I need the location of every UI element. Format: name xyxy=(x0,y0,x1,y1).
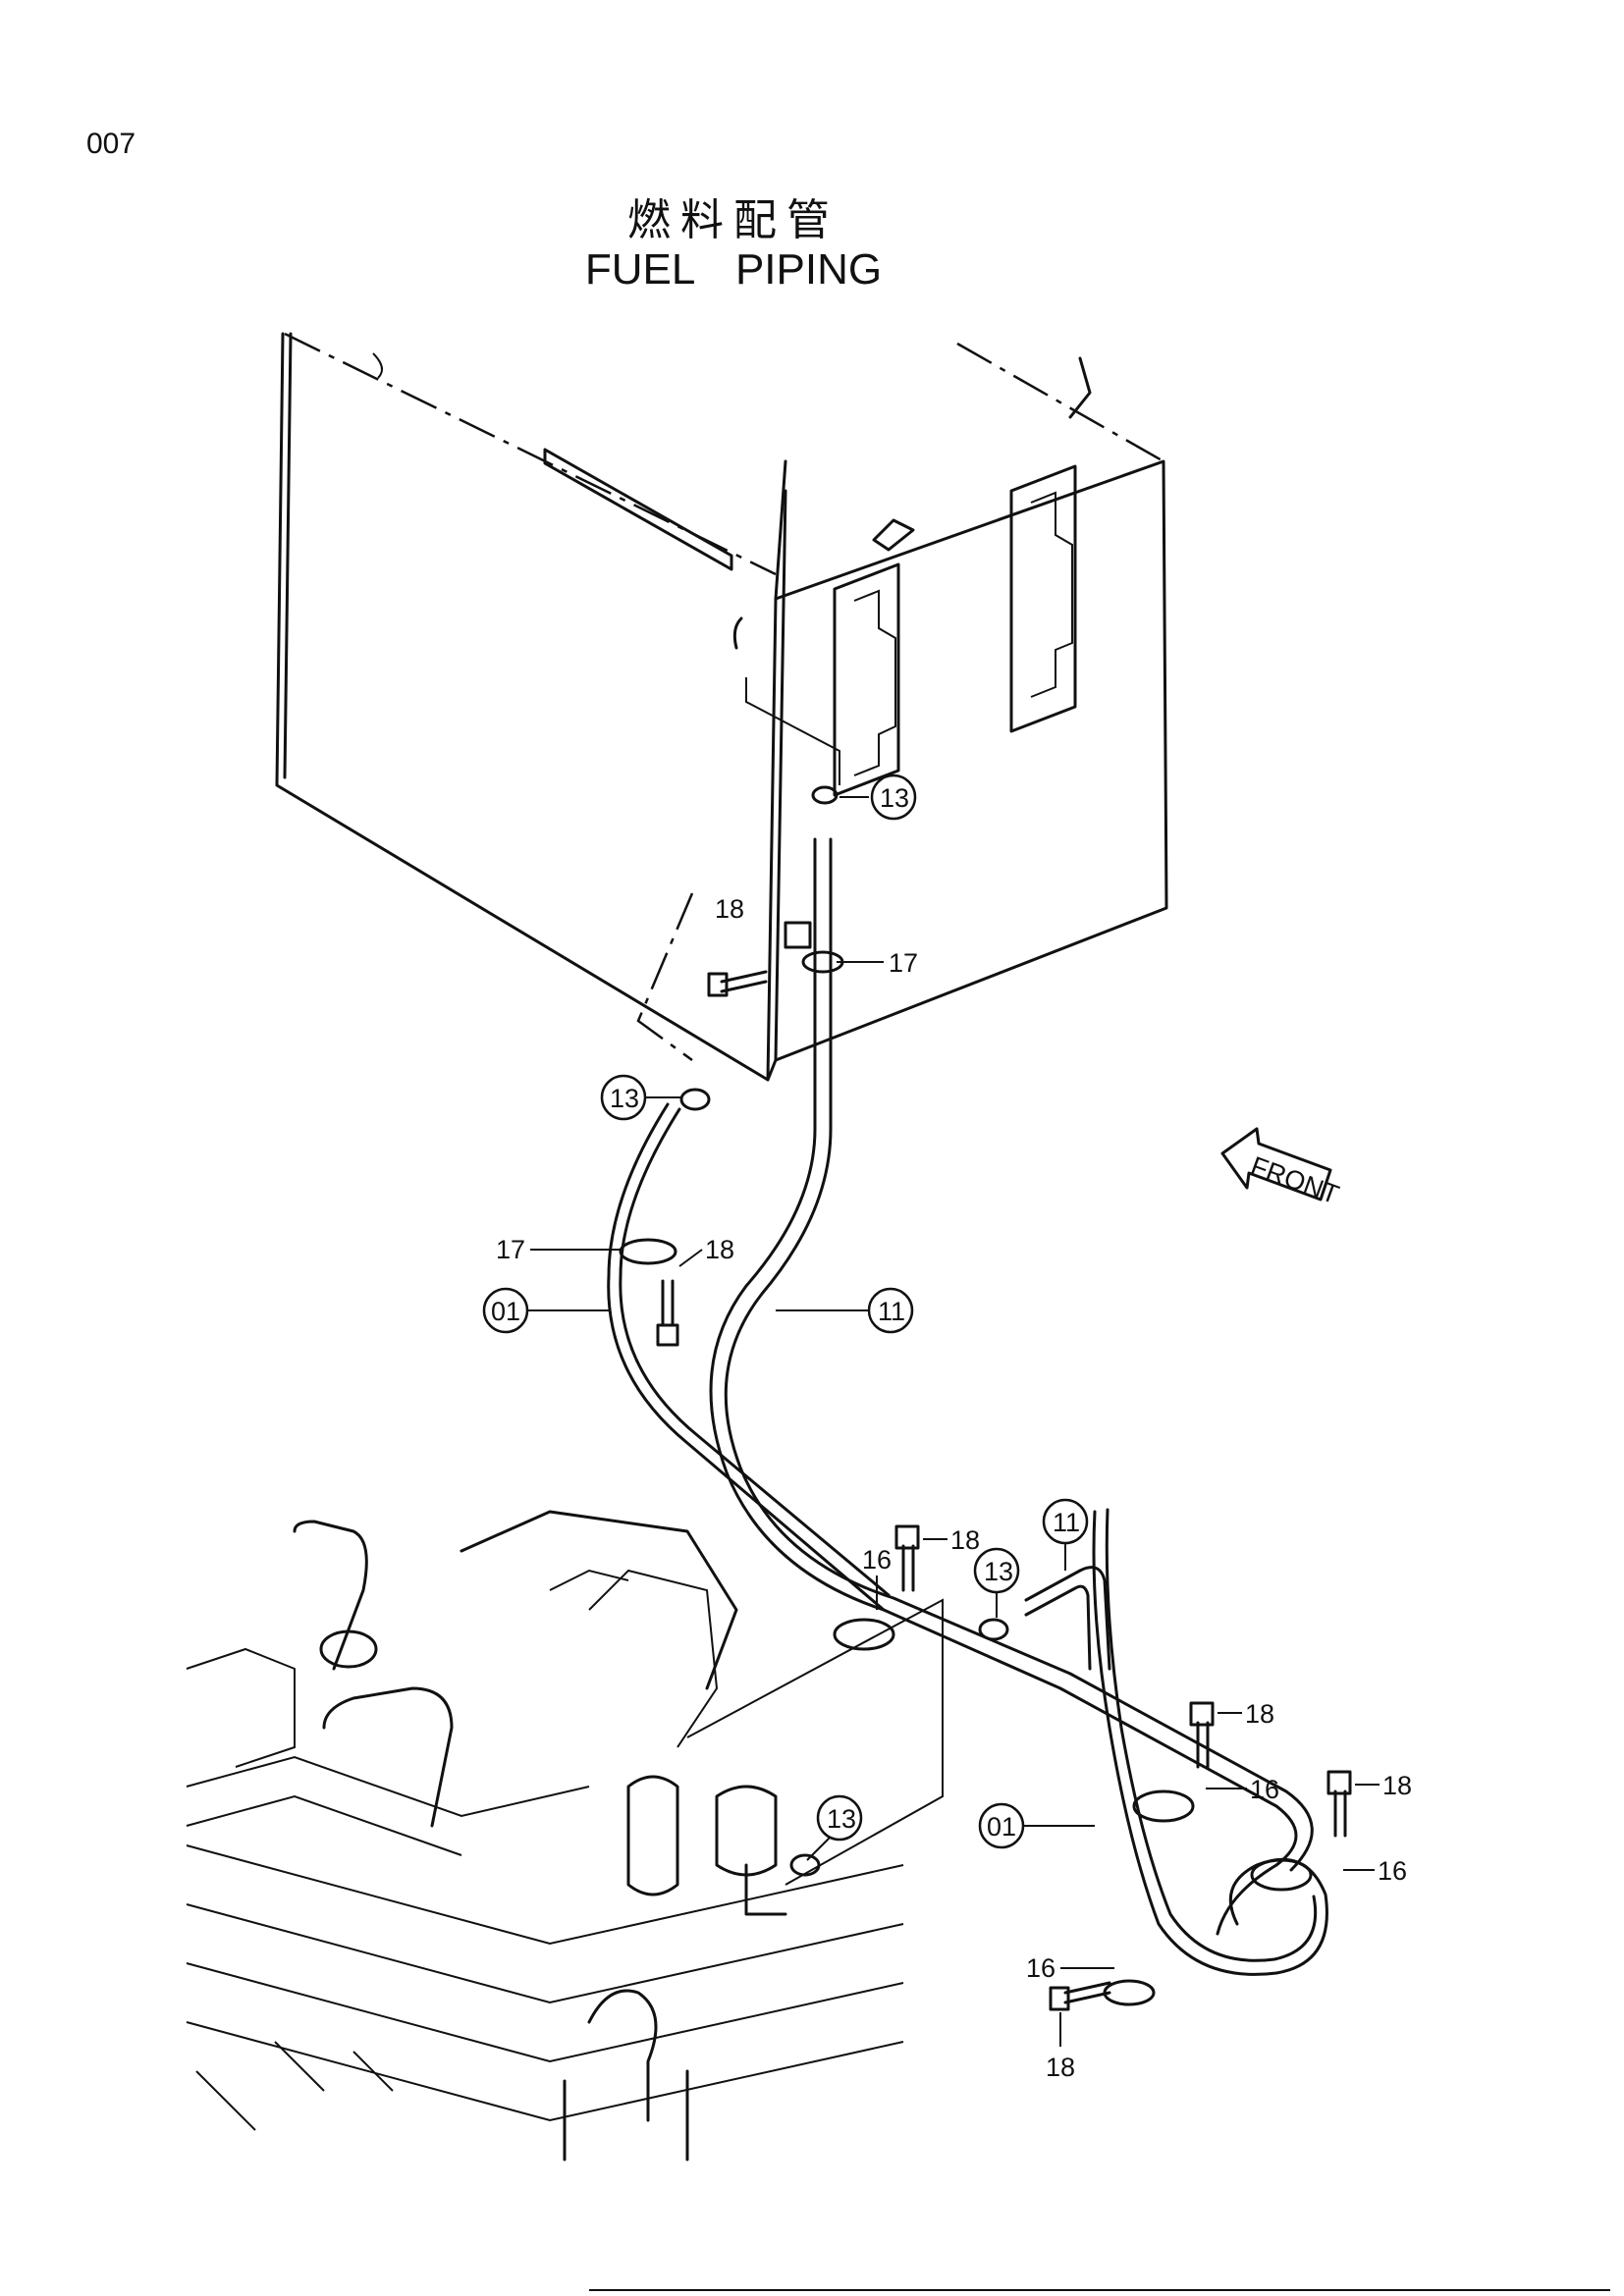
callout-right-13a: 13 xyxy=(984,1557,1013,1586)
callout-right-18a: 18 xyxy=(950,1525,980,1555)
callouts: 13 18 17 13 17 18 01 11 16 18 11 xyxy=(482,774,1412,2082)
callout-right-01: 01 xyxy=(987,1812,1016,1842)
callout-left-01: 01 xyxy=(491,1297,520,1326)
callout-tank-17: 17 xyxy=(889,948,918,978)
engine-block xyxy=(186,1510,944,2162)
callout-right-18c: 18 xyxy=(1382,1771,1412,1800)
callout-right-16a: 16 xyxy=(862,1545,892,1575)
front-arrow: FRONT xyxy=(1220,1127,1343,1209)
callout-right-16c: 16 xyxy=(1378,1856,1407,1886)
callout-mid-11: 11 xyxy=(878,1297,905,1326)
callout-tank-13: 13 xyxy=(880,783,909,813)
callout-right-16d: 16 xyxy=(1026,1953,1056,1983)
callout-left-17: 17 xyxy=(496,1235,525,1264)
callout-left-13: 13 xyxy=(610,1084,639,1113)
fuel-tank xyxy=(275,332,1168,1082)
callout-right-11: 11 xyxy=(1053,1508,1080,1537)
bolts xyxy=(656,970,1352,2011)
callout-tank-18: 18 xyxy=(715,894,744,924)
page-number: 007 xyxy=(86,128,136,160)
callout-left-18: 18 xyxy=(705,1235,734,1264)
diagram-title-english: FUEL PIPING xyxy=(584,245,883,294)
callout-right-18b: 18 xyxy=(1245,1699,1274,1729)
fuel-pipe-11 xyxy=(709,837,1314,1936)
front-label: FRONT xyxy=(1247,1150,1343,1209)
callout-right-16b: 16 xyxy=(1250,1775,1279,1804)
clamps xyxy=(619,785,1313,2006)
callout-right-13b: 13 xyxy=(827,1804,856,1834)
callout-right-18d: 18 xyxy=(1046,2053,1075,2082)
diagram-title-japanese: 燃料配管 xyxy=(627,195,839,245)
